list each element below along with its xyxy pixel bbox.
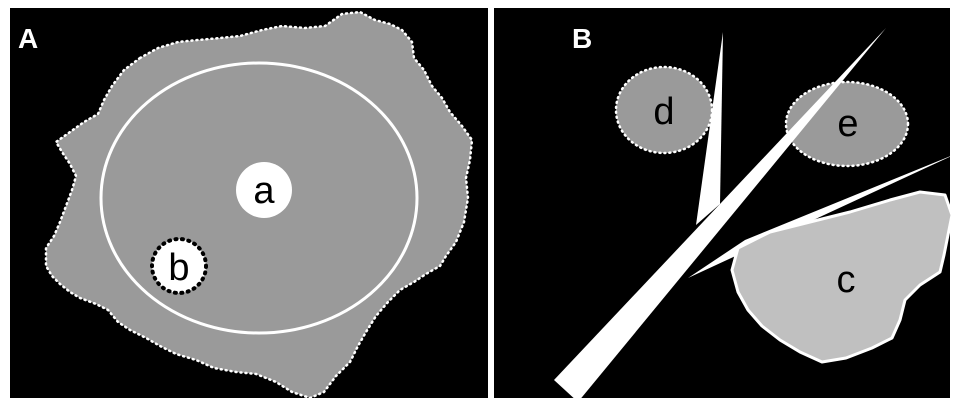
panel-a-label: A [18, 23, 38, 54]
item-a-label: a [253, 170, 275, 212]
item-e-label: e [837, 103, 858, 145]
panel-b-label: B [572, 23, 592, 54]
panel-b: d e c B [494, 8, 958, 402]
item-d-label: d [653, 91, 674, 133]
panel-a: a b A [10, 8, 488, 398]
item-b-label: b [168, 247, 189, 289]
item-c-label: c [837, 259, 856, 301]
